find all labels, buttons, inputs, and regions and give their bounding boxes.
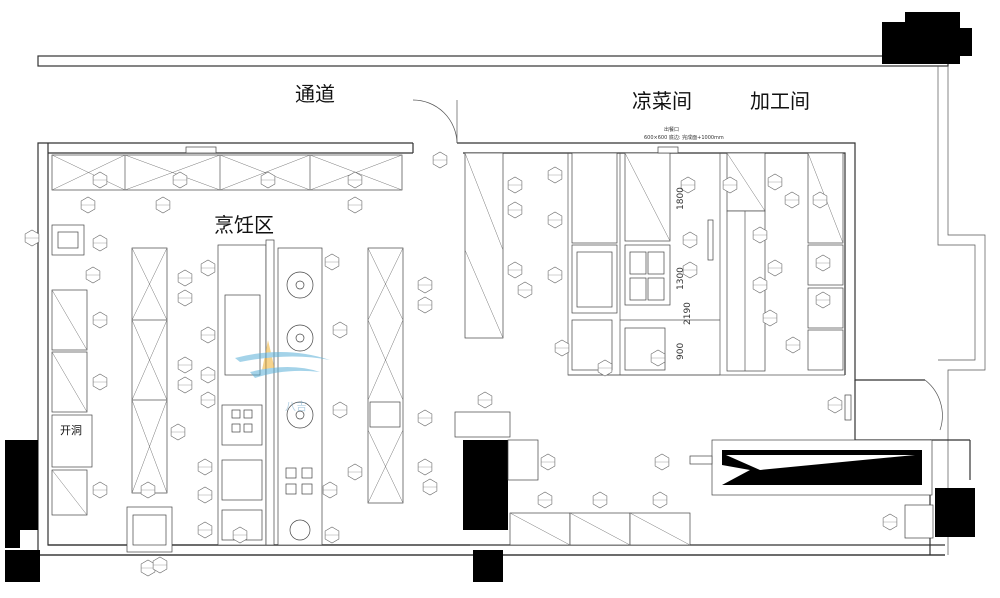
dim-1800: 1800: [676, 187, 686, 210]
label-prep-room: 加工间: [750, 89, 810, 113]
dim-1300: 1300: [676, 267, 686, 290]
cold-area-equipment: [464, 146, 714, 371]
label-opening: 开洞: [60, 424, 82, 437]
watermark-logo: 八吉: [235, 340, 330, 413]
window-spec: 600×600 底边: 完成面+1000mm: [644, 134, 724, 141]
dimensions: 1800 1300 2190 900: [676, 187, 693, 360]
cooking-line: [217, 239, 323, 546]
structural-columns: [5, 12, 975, 582]
bottom-equipment: [454, 394, 934, 546]
left-equipment: [51, 224, 93, 516]
label-corridor: 通道: [295, 82, 335, 106]
label-cold-room: 凉菜间: [632, 89, 692, 113]
center-workbench: [126, 247, 173, 553]
hood-row: [51, 146, 403, 191]
dim-2190: 2190: [683, 302, 693, 325]
right-workbench: [367, 247, 404, 504]
dim-900: 900: [676, 343, 686, 360]
label-cooking-area: 烹饪区: [214, 213, 274, 237]
window-title: 出餐口: [664, 126, 679, 133]
watermark-text: 八吉: [285, 400, 307, 413]
equipment-tags: [24, 151, 898, 577]
